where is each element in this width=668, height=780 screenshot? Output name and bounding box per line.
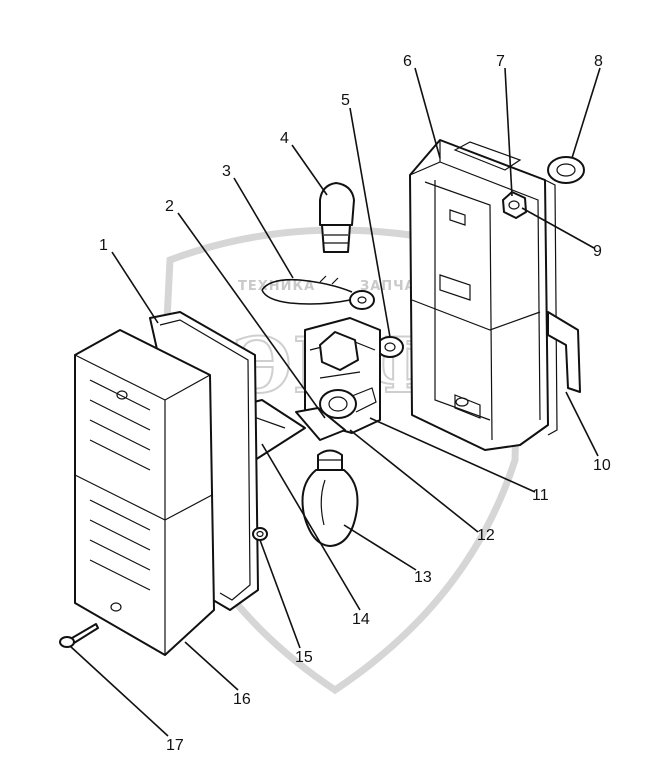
callout-9: 9 (593, 243, 602, 260)
leader-line-17 (69, 645, 169, 737)
callout-14: 14 (352, 611, 370, 628)
wire (261, 275, 375, 310)
leader-lines (69, 67, 601, 737)
leader-line-14 (261, 443, 361, 611)
leader-line-6 (414, 67, 441, 159)
leader-line-12 (349, 429, 479, 533)
socket-plate (295, 317, 381, 441)
leader-line-16 (184, 641, 239, 691)
leader-line-10 (565, 391, 599, 457)
screw-bottom (59, 623, 99, 648)
callout-labels: 1 2 3 4 5 6 7 8 9 10 11 12 13 14 15 16 1… (99, 53, 611, 754)
leader-line-11 (369, 417, 536, 493)
callout-3: 3 (222, 163, 231, 180)
callout-4: 4 (280, 130, 289, 147)
callout-12: 12 (477, 527, 495, 544)
leader-line-3 (233, 177, 294, 279)
grommet (547, 156, 585, 184)
housing (409, 139, 581, 451)
leader-line-4 (291, 144, 328, 196)
leader-line-9 (521, 207, 595, 249)
callout-5: 5 (341, 92, 350, 109)
screw-top (502, 191, 527, 219)
callout-6: 6 (403, 53, 412, 70)
small-bulb (319, 182, 355, 253)
callout-13: 13 (414, 569, 432, 586)
leader-line-7 (504, 67, 513, 197)
callout-10: 10 (593, 457, 611, 474)
mounting-bracket (547, 311, 581, 393)
callout-7: 7 (496, 53, 505, 70)
large-bulb (301, 449, 359, 547)
lens (74, 329, 215, 656)
small-washer (252, 527, 268, 541)
callout-16: 16 (233, 691, 251, 708)
leader-line-5 (349, 107, 391, 338)
leader-line-2 (177, 212, 326, 419)
callout-8: 8 (594, 53, 603, 70)
callout-15: 15 (295, 649, 313, 666)
callout-17: 17 (166, 737, 184, 754)
leader-line-8 (571, 67, 601, 159)
leader-line-13 (343, 524, 417, 571)
callout-1: 1 (99, 237, 108, 254)
callout-11: 11 (532, 487, 549, 504)
callout-2: 2 (165, 198, 174, 215)
watermark-text-left: ТЕХНИКА (238, 279, 315, 294)
leader-line-15 (259, 539, 301, 649)
leader-line-1 (111, 251, 159, 324)
